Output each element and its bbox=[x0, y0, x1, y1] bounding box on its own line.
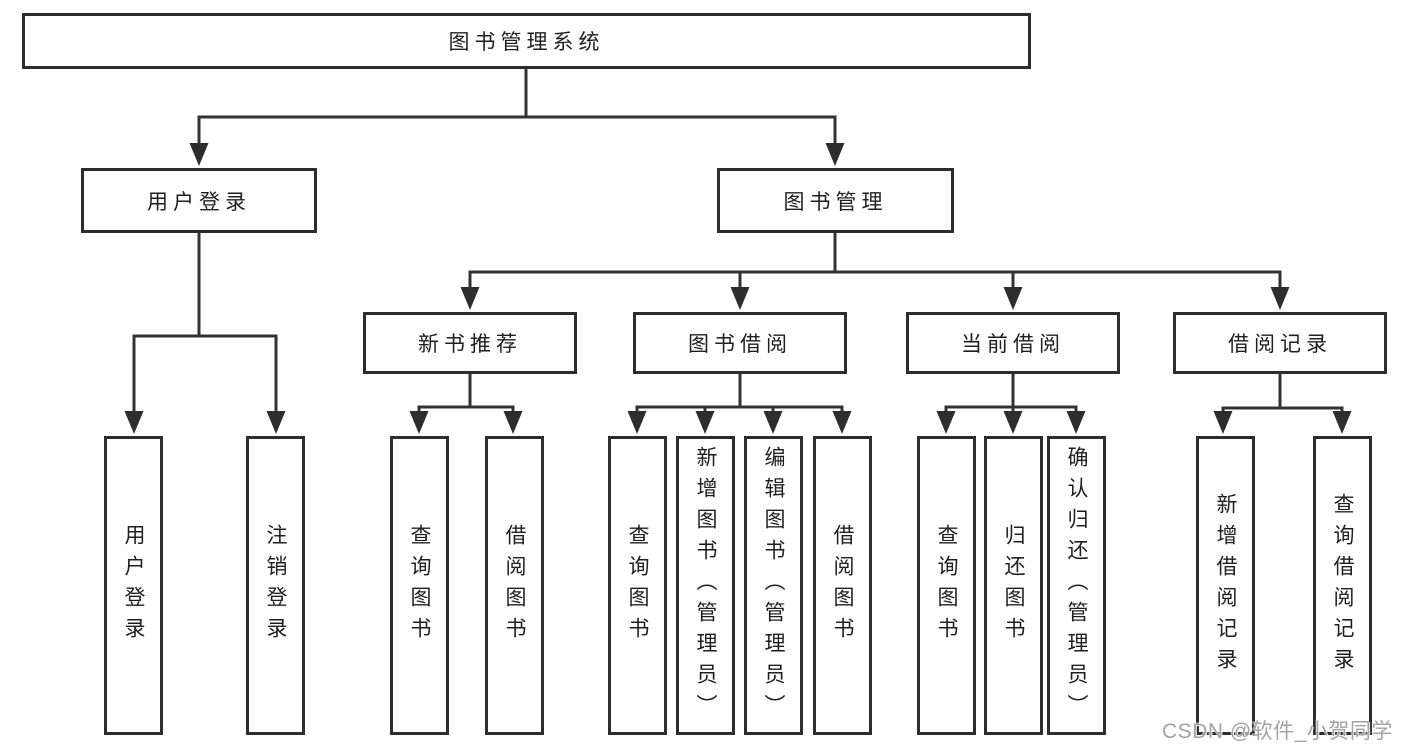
leaf-user-login-label: 用户登录 bbox=[122, 523, 145, 648]
borrowing-records-branch-connector bbox=[1213, 374, 1352, 434]
leaf-newbook-borrow-books-label: 借阅图书 bbox=[503, 523, 526, 648]
leaf-borrow-borrow-books: 借阅图书 bbox=[813, 436, 872, 735]
node-user-login-label: 用户登录 bbox=[147, 190, 251, 214]
book-borrowing-branch-connector bbox=[627, 374, 852, 434]
node-borrowing-records: 借阅记录 bbox=[1173, 312, 1387, 374]
leaf-newbook-query-books: 查询图书 bbox=[390, 436, 449, 735]
leaf-records-add-record: 新增借阅记录 bbox=[1196, 436, 1255, 735]
node-new-book-recommend: 新书推荐 bbox=[363, 312, 577, 374]
node-book-management: 图书管理 bbox=[717, 168, 954, 233]
new-book-recommend-branch-connector bbox=[409, 374, 523, 434]
node-new-book-recommend-label: 新书推荐 bbox=[418, 333, 522, 356]
leaf-current-return-books-label: 归还图书 bbox=[1002, 523, 1025, 648]
leaf-borrow-edit-books-label: 编辑图书（管理员） bbox=[762, 446, 785, 725]
root-branch-connector bbox=[189, 69, 845, 166]
leaf-current-confirm-return: 确认归还（管理员） bbox=[1047, 436, 1106, 735]
leaf-newbook-query-books-label: 查询图书 bbox=[408, 523, 431, 648]
current-borrowing-branch-connector bbox=[936, 374, 1086, 434]
node-user-login: 用户登录 bbox=[81, 168, 317, 233]
node-borrowing-records-label: 借阅记录 bbox=[1228, 333, 1332, 356]
user-login-branch-connector bbox=[124, 233, 286, 434]
leaf-current-query-books: 查询图书 bbox=[917, 436, 976, 735]
leaf-current-confirm-return-label: 确认归还（管理员） bbox=[1065, 446, 1088, 725]
leaf-borrow-add-books-label: 新增图书（管理员） bbox=[694, 446, 717, 725]
node-root: 图书管理系统 bbox=[22, 13, 1031, 69]
leaf-logout-label: 注销登录 bbox=[264, 523, 287, 648]
book-management-branch-connector bbox=[460, 233, 1290, 310]
leaf-borrow-edit-books: 编辑图书（管理员） bbox=[744, 436, 803, 735]
leaf-borrow-query-books-label: 查询图书 bbox=[626, 523, 649, 648]
node-book-borrowing-label: 图书借阅 bbox=[688, 333, 792, 356]
leaf-records-query-record-label: 查询借阅记录 bbox=[1331, 492, 1354, 679]
node-book-management-label: 图书管理 bbox=[783, 190, 888, 214]
leaf-records-query-record: 查询借阅记录 bbox=[1313, 436, 1372, 735]
node-root-label: 图书管理系统 bbox=[448, 31, 605, 54]
leaf-borrow-borrow-books-label: 借阅图书 bbox=[831, 523, 854, 648]
node-current-borrowing-label: 当前借阅 bbox=[961, 333, 1065, 356]
leaf-newbook-borrow-books: 借阅图书 bbox=[485, 436, 544, 735]
leaf-current-query-books-label: 查询图书 bbox=[935, 523, 958, 648]
leaf-borrow-add-books: 新增图书（管理员） bbox=[676, 436, 735, 735]
node-current-borrowing: 当前借阅 bbox=[906, 312, 1120, 374]
leaf-current-return-books: 归还图书 bbox=[984, 436, 1043, 735]
leaf-logout: 注销登录 bbox=[246, 436, 305, 735]
leaf-records-add-record-label: 新增借阅记录 bbox=[1214, 492, 1237, 679]
node-book-borrowing: 图书借阅 bbox=[633, 312, 847, 374]
leaf-user-login: 用户登录 bbox=[104, 436, 163, 735]
watermark: CSDN @软件_小贺同学 bbox=[1162, 720, 1393, 743]
leaf-borrow-query-books: 查询图书 bbox=[608, 436, 667, 735]
